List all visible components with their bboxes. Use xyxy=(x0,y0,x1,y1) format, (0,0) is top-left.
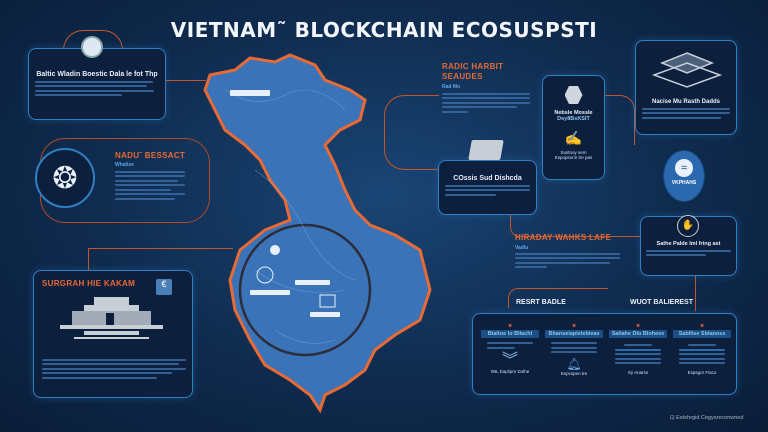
connector-line xyxy=(508,288,608,308)
column-title: Sabllise Sblanoss xyxy=(673,330,731,338)
server-stack-icon xyxy=(468,140,504,160)
box-text xyxy=(42,356,186,381)
lightbulb-icon xyxy=(81,36,103,58)
coin-icon: € xyxy=(156,279,172,295)
column-caption: Espcspen tre xyxy=(560,371,588,376)
hand-coin-icon: ✋ xyxy=(677,215,699,237)
panel-column: ✶ Sabllise Sblanoss Espsgor Fiaco xyxy=(673,322,731,375)
globe-network-icon: ❂ xyxy=(35,148,95,208)
column-title: Bhanseiaplelebieas xyxy=(545,330,603,338)
top-left-info-box: Baltic Wladin Boestic Dala le fot Thp xyxy=(28,48,166,120)
box-heading: SURGRAH HIE KAKAM xyxy=(42,279,136,288)
column-caption: WIL Eaplipre Dolhe xyxy=(490,368,530,374)
section-heading: RADIC HARBIT SEAUDES xyxy=(442,62,503,82)
heading-line: Nebsle Mossle xyxy=(554,110,593,116)
temple-icon xyxy=(60,297,163,339)
box-heading: Nebsle Mossle Dsy8BsKSIT xyxy=(547,110,600,122)
panel-column: ✶ Saliahe Dlo Blohese Sy Anarss xyxy=(609,322,667,375)
section-subheading: Rad Mo xyxy=(442,84,461,90)
section-subheading: Vadlu xyxy=(515,245,529,251)
map-building-icon xyxy=(319,294,336,308)
box-heading: Baltic Wladin Boestic Dala le fot Thp xyxy=(36,71,158,78)
connector-line xyxy=(88,248,233,249)
connector-line xyxy=(605,95,635,145)
section-subheading: Whalise xyxy=(115,162,134,168)
wave-icon: ≈ xyxy=(675,159,693,177)
map-marker-icon xyxy=(256,266,274,284)
chevron-badge-icon: ︾ xyxy=(501,351,518,369)
column-caption: Sy Anarss xyxy=(627,370,649,375)
section-text xyxy=(515,250,620,271)
heading-line: Dsy8BsKSIT xyxy=(557,116,590,122)
oval-badge: ≈ VKPHAHS xyxy=(663,150,705,202)
panel-label-left: RESRT BADLE xyxy=(516,299,566,306)
map-label xyxy=(295,280,330,285)
page-title: VIETNAM˜ BLOCKCHAIN ECOSUSPSTI xyxy=(170,18,598,42)
box-heading: COssis Sud Dishcda xyxy=(453,175,522,182)
center-info-box: COssis Sud Dishcda xyxy=(438,160,537,215)
heading-line: RADIC HARBIT xyxy=(442,62,504,71)
right-info-box: ✋ Sathe Palde Iml fring ast xyxy=(640,215,737,276)
map-label xyxy=(310,312,340,317)
chip-icon xyxy=(651,52,723,88)
footer-credit: ⊡ Estehrgid Cegysreconwned xyxy=(670,415,743,421)
wallet-icon: ✍ xyxy=(564,130,583,146)
map-region-circle xyxy=(238,223,372,357)
copyright-icon: ⊡ xyxy=(670,415,675,421)
caption: Sustnoy sem Espopsorin tre pas xyxy=(547,150,600,160)
star-icon: ✶ xyxy=(699,323,705,330)
connector-line xyxy=(695,276,696,311)
top-right-info-box: Nacise Mu Rasth Dadds xyxy=(635,40,737,135)
star-icon: ✶ xyxy=(507,323,513,330)
bell-icon: 🔔︎ xyxy=(566,357,582,371)
caption-line: Espopsorin tre pas xyxy=(554,155,593,160)
column-title: Bialtoe Io Bllachl xyxy=(481,330,539,338)
hexagon-icon xyxy=(564,86,583,104)
star-icon: ✶ xyxy=(571,323,577,330)
column-title: Saliahe Dlo Blohese xyxy=(609,330,667,338)
connector-line xyxy=(384,95,439,170)
map-label xyxy=(250,290,290,295)
star-icon: ✶ xyxy=(635,323,641,330)
panel-label-right: WUOT BALIEREST xyxy=(630,299,693,306)
heading-line: SEAUDES xyxy=(442,72,483,81)
footer-text: Estehrgid Cegysreconwned xyxy=(676,415,744,421)
box-heading: Sathe Palde Iml fring ast xyxy=(656,241,721,247)
box-heading: Nacise Mu Rasth Dadds xyxy=(651,99,721,105)
caption-line: Sustnoy sem xyxy=(560,150,587,155)
connector-line xyxy=(88,248,89,270)
bottom-comparison-panel: ✶ Bialtoe Io Bllachl ︾ WIL Eaplipre Dolh… xyxy=(472,313,737,395)
map-marker-icon xyxy=(270,245,280,255)
section-heading: HIRADAY WAHKS LAFE xyxy=(515,233,612,242)
map-label xyxy=(230,90,270,96)
panel-column: ✶ Bialtoe Io Bllachl ︾ WIL Eaplipre Dolh… xyxy=(481,322,539,374)
badge-label: VKPHAHS xyxy=(671,180,697,186)
panel-column: ✶ Bhanseiaplelebieas 🔔︎ Espcspen tre xyxy=(545,322,603,376)
section-heading: NADU˜ BESSACT xyxy=(115,151,186,160)
tall-info-box: Nebsle Mossle Dsy8BsKSIT ✍ Sustnoy sem E… xyxy=(542,75,605,180)
map-region-north xyxy=(203,53,432,414)
connector-line xyxy=(510,215,640,237)
column-caption: Espsgor Fiaco xyxy=(687,370,717,375)
section-text xyxy=(442,90,530,115)
bottom-left-info-box: SURGRAH HIE KAKAM € xyxy=(33,270,193,398)
vietnam-map xyxy=(203,53,432,414)
section-text xyxy=(115,168,185,202)
connector-line xyxy=(166,80,206,81)
